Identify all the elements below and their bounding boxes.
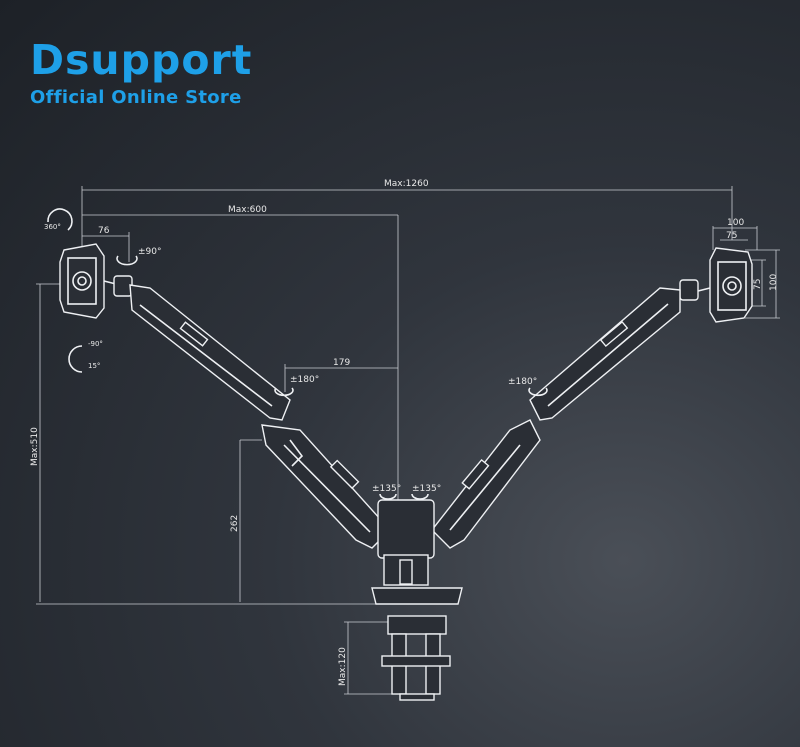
rot-right-elbow: ±180° — [508, 377, 537, 387]
rot-tilt-down: 15° — [88, 362, 100, 370]
brand-logo: Dsupport Official Online Store — [30, 36, 253, 109]
right-vesa-plate — [679, 247, 753, 323]
rotation-symbols — [47, 208, 548, 500]
dim-vesa-75-height: 75 — [753, 279, 763, 290]
dim-vesa-75-width: 75 — [726, 231, 737, 241]
right-lower-arm — [431, 419, 541, 549]
dim-76: 76 — [98, 226, 110, 236]
dim-179: 179 — [333, 358, 350, 368]
dim-262: 262 — [230, 515, 240, 532]
rot-left-base: ±135° — [372, 484, 401, 494]
brand-name: Dsupport — [30, 36, 253, 84]
rot-left-elbow: ±180° — [290, 375, 319, 385]
dim-max-600: Max:600 — [228, 205, 267, 215]
right-upper-arm — [529, 287, 681, 421]
dim-max-510: Max:510 — [30, 427, 40, 466]
dim-vesa-100-height: 100 — [769, 274, 779, 291]
left-upper-arm — [129, 284, 291, 421]
rot-360: 360° — [44, 223, 61, 231]
desk-clamp — [381, 615, 451, 701]
dim-vesa-100-width: 100 — [727, 218, 744, 228]
dim-max-120: Max:120 — [338, 647, 348, 686]
left-vesa-plate — [59, 243, 133, 319]
rot-swivel-90: ±90° — [138, 247, 162, 257]
brand-tagline: Official Online Store — [30, 87, 242, 108]
center-pole — [371, 499, 463, 605]
rot-right-base: ±135° — [412, 484, 441, 494]
dim-max-1260: Max:1260 — [384, 179, 429, 189]
rot-tilt-up: -90° — [88, 340, 103, 348]
dimension-lines — [36, 186, 780, 695]
left-lower-arm — [261, 424, 391, 549]
